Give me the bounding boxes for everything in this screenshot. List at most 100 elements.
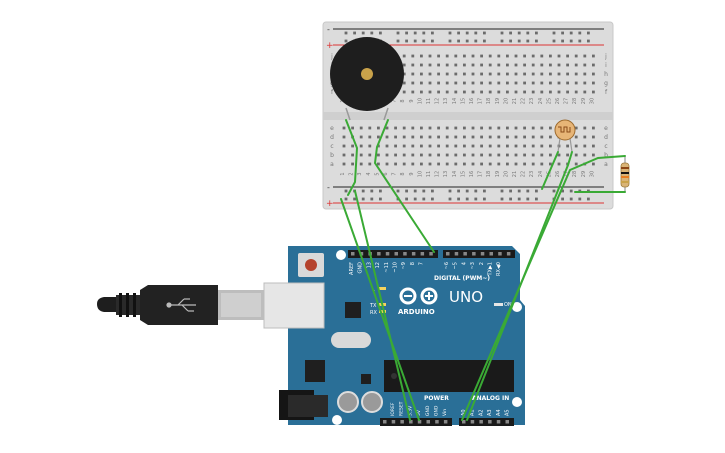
breadboard-hole[interactable] — [531, 81, 535, 85]
header-pin[interactable] — [470, 420, 475, 424]
breadboard-hole[interactable] — [342, 162, 346, 166]
breadboard-hole[interactable] — [514, 63, 518, 67]
breadboard-hole[interactable] — [506, 126, 509, 130]
rail-hole[interactable] — [405, 39, 408, 43]
breadboard-hole[interactable] — [394, 126, 397, 130]
breadboard-hole[interactable] — [497, 126, 501, 130]
breadboard-hole[interactable] — [471, 54, 475, 58]
rail-hole[interactable] — [405, 31, 408, 35]
header-pin[interactable] — [391, 420, 396, 424]
breadboard-hole[interactable] — [437, 90, 440, 94]
rail-hole[interactable] — [396, 31, 400, 35]
breadboard-hole[interactable] — [385, 153, 389, 157]
rail-hole[interactable] — [465, 39, 469, 43]
rail-hole[interactable] — [535, 197, 538, 201]
header-pin[interactable] — [479, 420, 483, 424]
breadboard-hole[interactable] — [428, 90, 432, 94]
breadboard-hole[interactable] — [428, 81, 432, 85]
rail-hole[interactable] — [413, 39, 417, 43]
breadboard-hole[interactable] — [531, 153, 535, 157]
breadboard-hole[interactable] — [463, 126, 466, 130]
breadboard-hole[interactable] — [540, 126, 544, 130]
breadboard-hole[interactable] — [402, 135, 406, 139]
rail-hole[interactable] — [413, 197, 417, 201]
rail-hole[interactable] — [474, 31, 478, 35]
rail-hole[interactable] — [457, 31, 460, 35]
rail-hole[interactable] — [370, 197, 374, 201]
rail-hole[interactable] — [526, 197, 530, 201]
breadboard-hole[interactable] — [480, 126, 483, 130]
breadboard-hole[interactable] — [394, 153, 397, 157]
breadboard-hole[interactable] — [549, 162, 552, 166]
breadboard-hole[interactable] — [471, 72, 475, 76]
rail-hole[interactable] — [448, 189, 452, 193]
breadboard-hole[interactable] — [368, 135, 372, 139]
rail-hole[interactable] — [405, 189, 408, 193]
breadboard-hole[interactable] — [402, 153, 406, 157]
rail-hole[interactable] — [578, 31, 582, 35]
breadboard-hole[interactable] — [497, 54, 501, 58]
breadboard-hole[interactable] — [437, 153, 440, 157]
rail-hole[interactable] — [465, 197, 469, 201]
rail-hole[interactable] — [587, 31, 590, 35]
breadboard-hole[interactable] — [497, 153, 501, 157]
breadboard-hole[interactable] — [583, 153, 587, 157]
breadboard-hole[interactable] — [514, 81, 518, 85]
header-pin[interactable] — [409, 420, 413, 424]
breadboard-hole[interactable] — [445, 126, 449, 130]
breadboard-hole[interactable] — [549, 126, 552, 130]
breadboard-hole[interactable] — [523, 135, 526, 139]
breadboard-hole[interactable] — [351, 126, 354, 130]
breadboard-hole[interactable] — [497, 72, 501, 76]
breadboard-hole[interactable] — [411, 63, 415, 67]
breadboard-hole[interactable] — [506, 54, 509, 58]
breadboard-hole[interactable] — [377, 153, 380, 157]
breadboard-hole[interactable] — [420, 63, 423, 67]
breadboard-hole[interactable] — [420, 81, 423, 85]
breadboard-hole[interactable] — [488, 90, 492, 94]
breadboard-hole[interactable] — [574, 90, 578, 94]
breadboard-hole[interactable] — [557, 63, 561, 67]
breadboard-hole[interactable] — [351, 153, 354, 157]
rail-hole[interactable] — [431, 197, 434, 201]
breadboard-hole[interactable] — [394, 144, 397, 148]
breadboard-hole[interactable] — [359, 162, 363, 166]
breadboard-hole[interactable] — [394, 135, 397, 139]
breadboard-hole[interactable] — [514, 135, 518, 139]
breadboard-hole[interactable] — [463, 144, 466, 148]
breadboard-hole[interactable] — [523, 81, 526, 85]
breadboard-hole[interactable] — [574, 81, 578, 85]
breadboard-hole[interactable] — [411, 126, 415, 130]
rail-hole[interactable] — [526, 189, 530, 193]
rail-hole[interactable] — [344, 39, 348, 43]
breadboard-hole[interactable] — [463, 63, 466, 67]
rail-hole[interactable] — [569, 189, 573, 193]
rail-hole[interactable] — [587, 39, 590, 43]
rail-hole[interactable] — [552, 189, 556, 193]
header-pin[interactable] — [480, 252, 485, 256]
breadboard-hole[interactable] — [531, 135, 535, 139]
reset-button[interactable] — [298, 253, 324, 277]
header-pin[interactable] — [385, 252, 390, 256]
rail-hole[interactable] — [517, 39, 521, 43]
breadboard-hole[interactable] — [523, 144, 526, 148]
breadboard-hole[interactable] — [411, 135, 415, 139]
breadboard-hole[interactable] — [428, 72, 432, 76]
rail-hole[interactable] — [353, 197, 356, 201]
breadboard-hole[interactable] — [471, 144, 475, 148]
breadboard-hole[interactable] — [368, 162, 372, 166]
breadboard-hole[interactable] — [428, 54, 432, 58]
breadboard-hole[interactable] — [480, 162, 483, 166]
breadboard-hole[interactable] — [549, 63, 552, 67]
breadboard-hole[interactable] — [359, 135, 363, 139]
breadboard-hole[interactable] — [377, 135, 380, 139]
breadboard-hole[interactable] — [402, 144, 406, 148]
header-pin[interactable] — [454, 252, 459, 256]
breadboard-hole[interactable] — [480, 153, 483, 157]
breadboard-hole[interactable] — [342, 153, 346, 157]
breadboard-hole[interactable] — [592, 81, 595, 85]
breadboard-hole[interactable] — [445, 90, 449, 94]
breadboard-hole[interactable] — [368, 153, 372, 157]
breadboard-hole[interactable] — [557, 81, 561, 85]
breadboard-hole[interactable] — [411, 72, 415, 76]
